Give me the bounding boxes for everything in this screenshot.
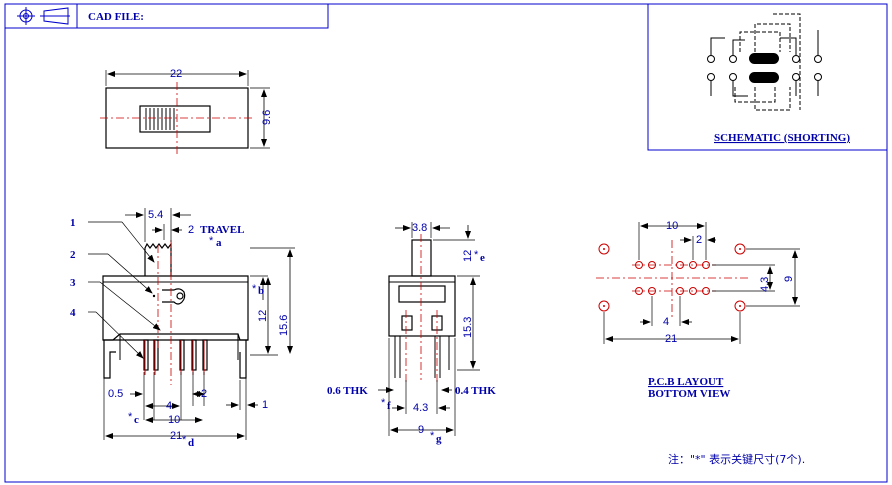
dim-span-10: 10 <box>168 414 180 426</box>
pcb-dim-21: 21 <box>665 333 677 345</box>
pcb-dim-4: 4 <box>663 316 669 328</box>
dim-total-21: 21 <box>170 430 182 442</box>
pcb-dim-2: 2 <box>696 234 702 246</box>
top-view: 22 9.6 <box>100 68 273 155</box>
knob-ridges <box>145 108 175 130</box>
terminal-circle <box>792 73 800 81</box>
travel-key-star: * <box>209 235 214 247</box>
terminal-circle <box>707 73 715 81</box>
dim-e: e <box>480 252 485 264</box>
dim-height-12: 12 <box>257 310 269 322</box>
dim-pin-0-5: 0.5 <box>108 388 123 400</box>
cad-file-label: CAD FILE: <box>88 11 144 23</box>
thk-right: 0.4 THK <box>455 385 496 397</box>
terminal-circle <box>729 73 737 81</box>
contact-bar <box>749 53 779 64</box>
dim-knob-3-8: 3.8 <box>412 222 427 234</box>
dim-height-9-6: 9.6 <box>261 110 273 125</box>
dim-c: c <box>134 414 139 426</box>
travel-label: TRAVEL <box>200 224 244 236</box>
dim-d-star: * <box>182 434 187 446</box>
title-block: CAD FILE: <box>4 3 329 29</box>
dim-b-star: * <box>252 283 257 295</box>
mounting-holes <box>598 243 746 312</box>
terminal-circle <box>814 55 822 63</box>
dim-pitch-4-3: 4.3 <box>413 402 428 414</box>
schematic-title: SCHEMATIC (SHORTING) <box>714 132 850 144</box>
dim-pitch-2: 2 <box>201 388 207 400</box>
dim-e-star: * <box>474 249 479 261</box>
travel-key: a <box>216 237 222 249</box>
drawing-border <box>4 3 888 483</box>
dim-b: b <box>258 285 264 297</box>
front-view: 1 2 3 4 5.4 2 TRAVEL * a * b 12 <box>70 208 295 449</box>
terminal-circle <box>814 73 822 81</box>
footer-note: 注："*" 表示关键尺寸(7个). <box>668 452 805 466</box>
terminal-circle <box>707 55 715 63</box>
thk-left: 0.6 THK <box>327 385 368 397</box>
pcb-layout: 10 2 4.3 9 4 21 P.C.B LAYOUT BOTTOM VIEW <box>596 220 800 400</box>
side-view: 3.8 12 * e 15.3 0.6 THK 0.4 THK 4.3 * f … <box>327 222 496 445</box>
pcb-dim-4-3: 4.3 <box>759 277 771 292</box>
contact-bar <box>749 72 779 83</box>
dim-g: g <box>436 433 442 445</box>
terminal-circle <box>792 55 800 63</box>
dim-d: d <box>188 437 194 449</box>
dim-pitch-4: 4 <box>166 400 172 412</box>
dim-knob-12: 12 <box>462 250 474 262</box>
callout-3: 3 <box>70 277 76 289</box>
terminal-circle <box>729 55 737 63</box>
dim-end-1: 1 <box>262 399 268 411</box>
dim-c-star: * <box>128 411 133 423</box>
pins <box>103 339 247 379</box>
pcb-title: P.C.B LAYOUT <box>648 376 724 388</box>
dim-height-15-6: 15.6 <box>278 315 290 336</box>
dim-knob-5-4: 5.4 <box>148 209 163 221</box>
dim-travel-2: 2 <box>188 224 194 236</box>
callout-1: 1 <box>70 217 76 229</box>
dim-g-star: * <box>430 430 435 442</box>
pcb-dim-10: 10 <box>666 220 678 232</box>
callout-4: 4 <box>70 307 76 319</box>
dim-f-star: * <box>381 397 386 409</box>
dim-width-9: 9 <box>418 424 424 436</box>
pcb-dim-9: 9 <box>783 276 795 282</box>
schematic-panel: SCHEMATIC (SHORTING) <box>647 3 888 151</box>
dim-width-22: 22 <box>170 68 182 80</box>
dim-height-15-3: 15.3 <box>462 317 474 338</box>
callout-2: 2 <box>70 249 76 261</box>
projection-symbol-icon <box>17 7 70 25</box>
pcb-subtitle: BOTTOM VIEW <box>648 388 730 400</box>
